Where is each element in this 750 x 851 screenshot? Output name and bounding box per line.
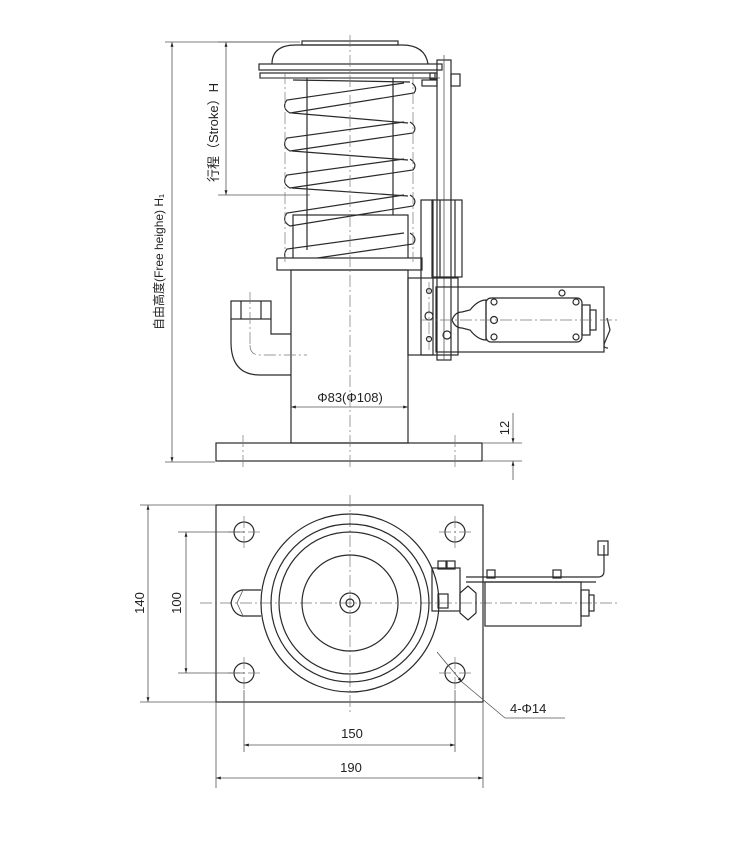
- elbow-fitting-plan: [230, 589, 261, 617]
- plate-width-dimension: 190: [215, 702, 484, 788]
- top-cap: [258, 40, 443, 79]
- base-thickness-dimension: 12: [482, 413, 522, 480]
- buffer-top-view: [260, 513, 440, 693]
- hole-spacing-vertical-label: 100: [169, 592, 184, 614]
- hole-spacing-horizontal-dimension: 150: [243, 690, 456, 752]
- mounting-holes: [228, 516, 471, 689]
- holes-label: 4-Φ14: [510, 701, 546, 716]
- free-height-label: 自由高度(Free heighe) H₁: [151, 194, 166, 330]
- switch-bracket: [407, 199, 459, 356]
- elevation-view: 自由高度(Free heighe) H₁ 行程（Stroke）H: [151, 35, 620, 480]
- stroke-label: 行程（Stroke）H: [206, 83, 221, 182]
- base-plate-outline: [215, 504, 484, 703]
- stroke-dimension: 行程（Stroke）H: [206, 41, 310, 196]
- limit-switch-plan: [431, 540, 609, 627]
- base-plate: [215, 435, 483, 470]
- spring-seat: [276, 257, 423, 271]
- plate-height-dimension: 140: [132, 504, 216, 703]
- oil-elbow-fitting: [230, 292, 307, 376]
- cylinder-body: [290, 269, 409, 444]
- plan-view: 140 100 150 190 4-Φ14: [132, 495, 620, 788]
- limit-switch: [420, 286, 620, 353]
- plate-height-label: 140: [132, 592, 147, 614]
- base-thickness-label: 12: [497, 421, 512, 435]
- diameter-dimension: Φ83(Φ108): [291, 390, 408, 409]
- hole-spacing-vertical-dimension: 100: [169, 531, 244, 674]
- hole-spacing-horizontal-label: 150: [341, 726, 363, 741]
- striker-rod: [421, 55, 463, 361]
- plate-width-label: 190: [340, 760, 362, 775]
- holes-leader: 4-Φ14: [436, 651, 565, 719]
